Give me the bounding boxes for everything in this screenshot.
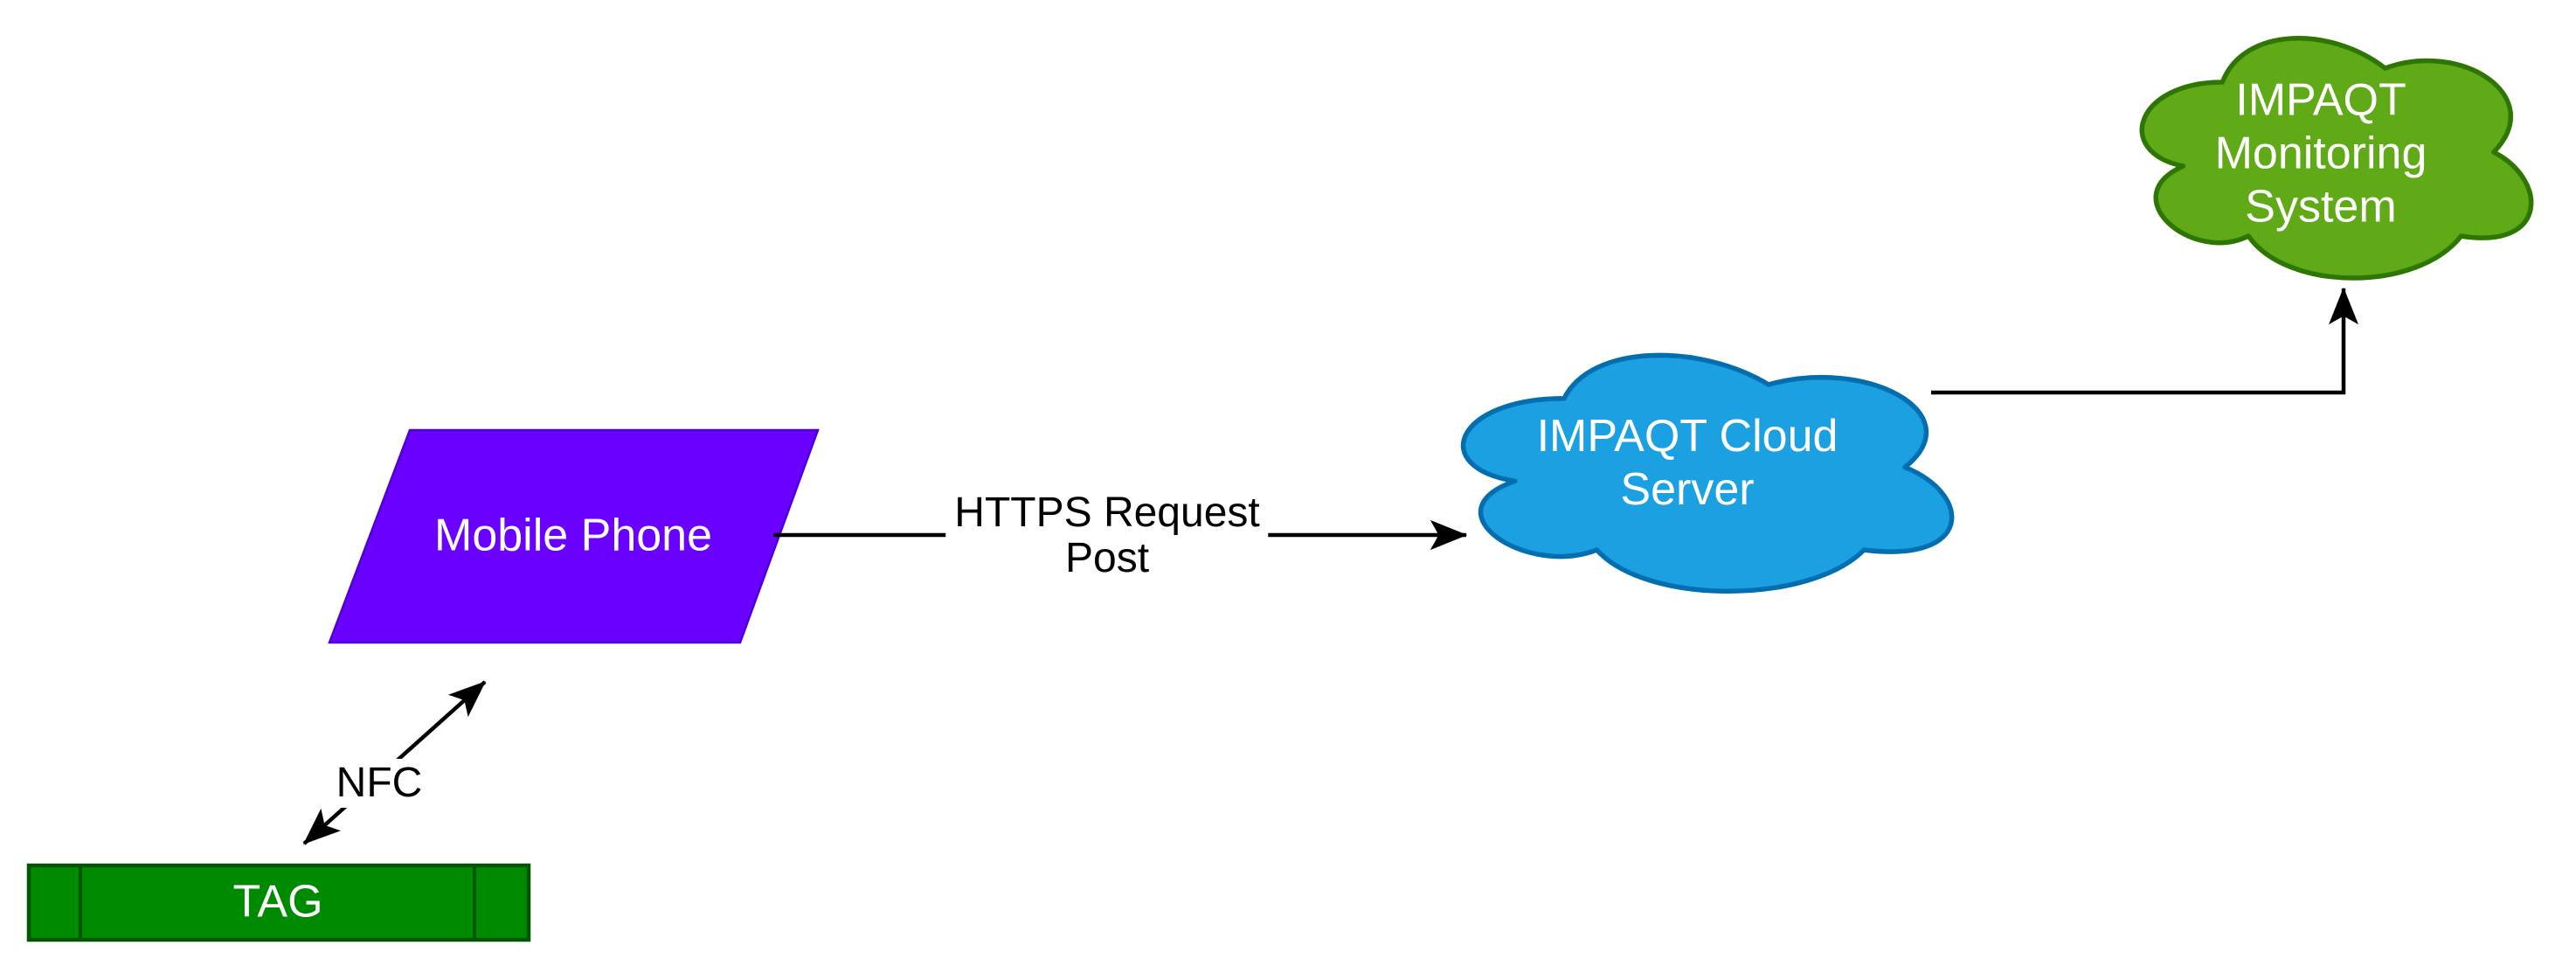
tag-label: TAG [232, 876, 323, 928]
label-line: System [2245, 181, 2397, 233]
label-line: IMPAQT Cloud [1536, 411, 1839, 462]
label-line: IMPAQT [2235, 74, 2406, 126]
label-line: HTTPS Request [954, 490, 1260, 536]
monitoring-system-label: IMPAQT Monitoring System [2215, 74, 2427, 234]
https-edge-label: HTTPS Request Post [945, 489, 1269, 583]
monitoring-system-shape [2139, 36, 2534, 281]
label-line: Post [1064, 535, 1150, 581]
tag-shape [26, 863, 531, 942]
mobile-phone-label: Mobile Phone [434, 510, 712, 561]
label-line: Monitoring [2214, 128, 2427, 179]
nfc-edge-label: NFC [327, 759, 432, 808]
server-to-monitoring-edge [1931, 288, 2344, 395]
mobile-phone-shape [328, 428, 820, 644]
node-shapes [26, 36, 2534, 942]
label-line: Server [1620, 464, 1755, 515]
cloud-server-shape [1460, 352, 1955, 594]
cloud-server-label: IMPAQT Cloud Server [1537, 410, 1839, 517]
